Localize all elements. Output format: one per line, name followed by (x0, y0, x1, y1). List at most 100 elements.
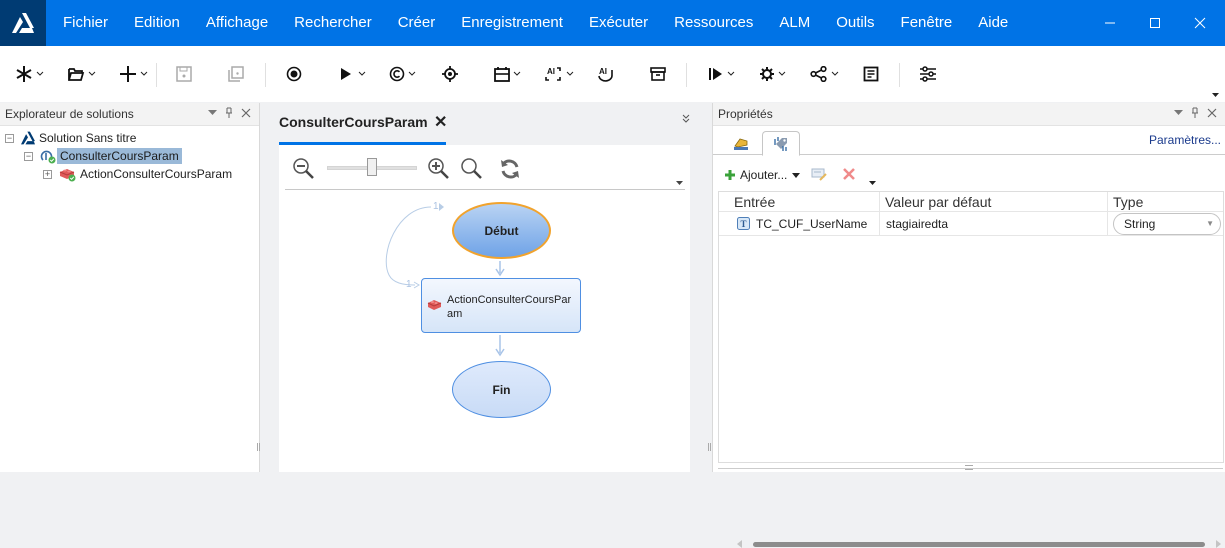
menu-ressources[interactable]: Ressources (674, 14, 754, 31)
tab-title: ConsulterCoursParam (279, 114, 428, 130)
action-brick-icon (59, 169, 76, 182)
panel-menu-icon[interactable] (1174, 109, 1183, 116)
close-window-button[interactable] (1177, 0, 1223, 46)
expand-toggle[interactable]: + (43, 168, 52, 179)
options-button[interactable] (919, 62, 937, 86)
zoom-in-icon[interactable] (427, 157, 451, 181)
uft-logo-icon (12, 13, 34, 33)
panel-menu-icon[interactable] (208, 109, 217, 116)
table-row[interactable]: T TC_CUF_UserName stagiairedta String ▼ (719, 211, 1223, 236)
ai-button[interactable]: AI (597, 62, 615, 86)
menu-creer[interactable]: Créer (397, 14, 436, 31)
menu-rechercher[interactable]: Rechercher (294, 14, 372, 31)
delete-parameter-icon[interactable] (843, 168, 855, 180)
menu-alm[interactable]: ALM (779, 14, 811, 31)
toolbar-overflow-icon[interactable] (1212, 92, 1220, 98)
column-header-type[interactable]: Type (1113, 194, 1144, 210)
loop-count-label: 1 (406, 279, 412, 290)
parameter-name: TC_CUF_UserName (756, 216, 868, 231)
tab-close-icon[interactable]: ✕ (434, 114, 448, 131)
pin-icon[interactable] (225, 107, 233, 118)
target-icon (442, 66, 458, 82)
scroll-right-icon[interactable] (1216, 540, 1221, 548)
maximize-button[interactable] (1132, 0, 1178, 46)
minimize-button[interactable] (1087, 0, 1133, 46)
solution-explorer-header: Explorateur de solutions (0, 103, 259, 126)
app-logo[interactable] (0, 0, 46, 46)
report-button[interactable] (863, 62, 879, 86)
scrollbar-thumb[interactable] (753, 542, 1205, 547)
refresh-icon[interactable] (499, 158, 521, 180)
scroll-left-icon[interactable] (737, 540, 742, 548)
tab-consultercoursparam[interactable]: ConsulterCoursParam ✕ (279, 109, 449, 139)
close-panel-icon[interactable] (241, 108, 251, 118)
tree-item-solution[interactable]: − Solution Sans titre (0, 129, 259, 147)
checkpoint-button[interactable] (389, 62, 416, 86)
calendar-icon (494, 67, 510, 82)
chevron-down-icon (513, 71, 521, 76)
calendar-button[interactable] (494, 62, 521, 86)
toolbar-separator (899, 63, 900, 87)
toolbar-overflow-icon[interactable] (869, 181, 876, 186)
pin-icon[interactable] (1191, 107, 1199, 118)
zoom-fit-icon[interactable] (460, 157, 484, 181)
close-panel-icon[interactable] (1207, 108, 1217, 118)
new-button[interactable] (15, 62, 44, 86)
add-parameter-button[interactable]: Ajouter... (725, 168, 801, 182)
column-header-valeur[interactable]: Valeur par défaut (880, 192, 1108, 211)
run-button[interactable] (339, 62, 366, 86)
object-spy-button[interactable] (441, 62, 459, 86)
flow-node-start[interactable]: Début (452, 202, 551, 259)
zoom-slider-thumb[interactable] (367, 158, 377, 176)
chevron-down-icon (831, 71, 839, 76)
test-flow-icon (40, 150, 56, 164)
collapse-toggle[interactable]: − (24, 150, 33, 161)
menu-affichage[interactable]: Affichage (205, 14, 269, 31)
tab-overflow-icon[interactable] (682, 114, 690, 124)
flow-node-action[interactable]: ActionConsulterCoursParam (421, 278, 581, 333)
splitter-handle[interactable] (257, 443, 260, 451)
settings-button[interactable] (759, 62, 786, 86)
active-tab-indicator (279, 142, 446, 145)
splitter-handle[interactable] (965, 465, 973, 470)
parameters-grid: Entrée Valeur par défaut Type T TC_CUF_U… (718, 191, 1224, 548)
canvas-menu-icon[interactable] (676, 181, 683, 185)
record-button[interactable] (286, 62, 302, 86)
parameters-toolbar: Ajouter... (713, 163, 1225, 187)
tab-parameters[interactable] (762, 131, 800, 156)
chevron-down-icon: ▼ (1206, 218, 1214, 228)
column-header-entree[interactable]: Entrée (729, 192, 880, 211)
horizontal-scrollbar[interactable] (737, 540, 1221, 548)
chevron-down-icon (778, 71, 786, 76)
tree-item-action[interactable]: + ActionConsulterCoursParam (0, 165, 259, 183)
open-folder-icon (68, 68, 85, 81)
save-button[interactable] (176, 62, 192, 86)
parameters-link[interactable]: Paramètres... (1148, 133, 1221, 147)
menu-executer[interactable]: Exécuter (588, 14, 649, 31)
menu-fenetre[interactable]: Fenêtre (900, 14, 953, 31)
menu-outils[interactable]: Outils (836, 14, 875, 31)
zoom-out-icon[interactable] (292, 157, 316, 181)
step-button[interactable] (708, 62, 735, 86)
collapse-toggle[interactable]: − (5, 132, 14, 143)
share-icon (810, 66, 827, 82)
add-button[interactable] (119, 62, 148, 86)
splitter-handle[interactable] (708, 443, 711, 451)
archive-button[interactable] (650, 62, 666, 86)
parameter-name-cell[interactable]: T TC_CUF_UserName (729, 211, 880, 236)
type-select[interactable]: String ▼ (1113, 212, 1221, 235)
edit-parameter-icon[interactable] (811, 168, 827, 181)
menu-fichier[interactable]: Fichier (63, 14, 109, 31)
flow-canvas[interactable]: 1 1 Début ActionConsulterCoursParam Fin (279, 145, 690, 472)
menu-aide[interactable]: Aide (978, 14, 1009, 31)
flow-node-end[interactable]: Fin (452, 361, 551, 418)
save-all-button[interactable] (228, 62, 244, 86)
parameter-default-value[interactable]: stagiairedta (880, 211, 1108, 236)
menu-edition[interactable]: Edition (134, 14, 180, 31)
menu-enregistrement[interactable]: Enregistrement (461, 14, 563, 31)
ai-scan-button[interactable]: AI (545, 62, 574, 86)
tree-item-test[interactable]: − ConsulterCoursParam (0, 147, 259, 165)
tab-general[interactable] (722, 131, 760, 155)
share-button[interactable] (810, 62, 839, 86)
open-button[interactable] (67, 62, 96, 86)
